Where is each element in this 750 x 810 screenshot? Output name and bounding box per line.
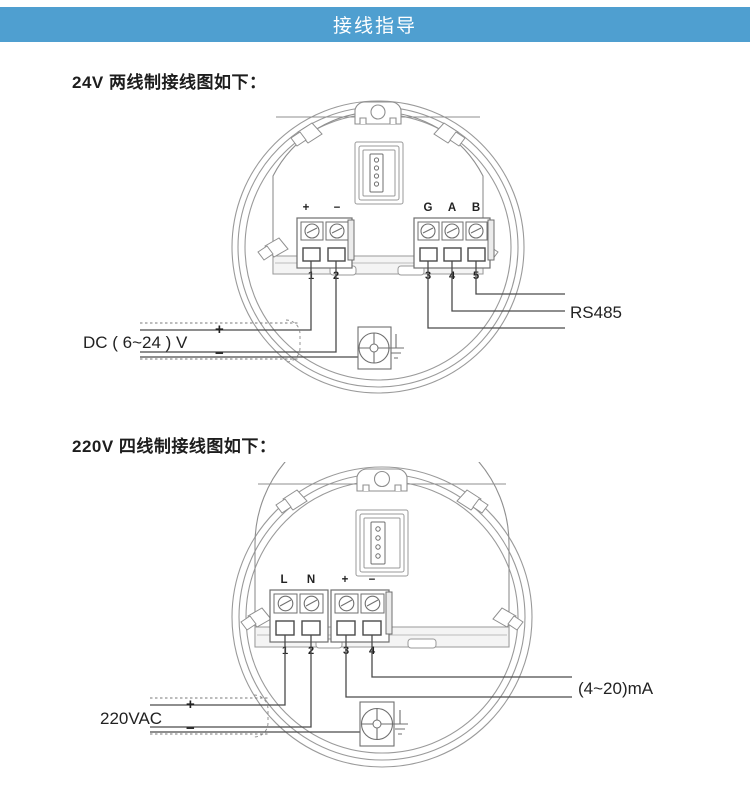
earth-ground-screw [359,701,408,747]
screw-head-1 [277,595,294,612]
screw-head-2 [303,595,320,612]
right-output-label: (4~20)mA [578,679,654,698]
page-header-bar: 接线指导 [0,7,750,42]
wire-terminal-1-to-ac-live [150,635,286,706]
terminal-label-minus: − [369,574,376,586]
wire-terminal-3-to-output-minus [345,635,572,698]
pin-header-pin-1 [373,157,380,163]
screw-head-4 [444,223,460,239]
section-heading-220v: 220V 四线制接线图如下： [72,437,277,456]
earth-ground-screw [357,326,404,370]
housing-outer-ring [231,466,533,768]
pin-header-pin-2 [375,535,381,541]
cable-shield-dashes [150,697,268,735]
wiring-diagram-220v-four-wire: L N + − 1 2 3 4 220VAC + − (4~20)mA [0,462,750,810]
top-hanger-foot-right [389,117,397,124]
section-heading-24v: 24V 两线制接线图如下： [72,73,267,92]
pin-header-pin-1 [375,526,381,532]
base-notch-right [407,638,437,649]
terminal-label-l: L [280,574,287,586]
connector-module-inner [362,149,396,197]
pin-header-pin-2 [373,165,380,171]
mounting-clip-top-left [275,489,308,514]
mounting-clip-top-right [433,122,466,147]
terminal-label-a: A [448,202,456,214]
cable-shield-dashes [140,322,300,360]
connector-module-inner [363,517,401,569]
pin-header-body [369,153,384,193]
wire-terminal-1-to-dc-plus [140,261,312,331]
wiring-diagram-24v-two-wire: + − 1 2 G A B 3 4 5 [0,96,750,396]
wire-terminal-3-to-rs485 [427,261,565,329]
screw-head-1 [304,223,320,239]
screw-head-4 [364,595,381,612]
wire-terminal-4-to-output-plus [371,635,572,678]
terminal-port-5 [467,247,486,262]
connector-module-mid [358,145,400,201]
terminal-label-b: B [472,202,480,214]
chassis-plate [254,462,510,648]
left-supply-minus-sign: − [215,345,224,362]
left-supply-label: DC ( 6~24 ) V [83,333,188,352]
terminal-port-4 [443,247,462,262]
wire-bundle [140,261,565,358]
connector-module-mid [359,513,405,573]
terminal-port-4 [362,620,382,636]
terminal-port-2 [327,247,346,262]
terminal-label-n: N [307,574,315,586]
mounting-clip-top-left [290,122,323,147]
terminal-port-1 [302,247,321,262]
pin-header-pin-4 [373,181,380,187]
screw-head-5 [468,223,484,239]
terminal-label-plus: + [303,202,310,214]
left-supply-plus-sign: + [186,696,195,713]
left-supply-plus-sign: + [215,321,224,338]
screw-head-2 [329,223,345,239]
terminal-port-3 [419,247,438,262]
mounting-clip-bottom-left [240,607,272,631]
terminal-label-plus: + [342,574,349,586]
top-hanger-hole [373,470,391,488]
cable-gland-outline [253,694,269,738]
screw-head-3 [420,223,436,239]
pin-header-pin-4 [375,553,381,559]
housing-outer-ring [231,100,525,394]
screw-head-3 [338,595,355,612]
terminal-port-1 [275,620,295,636]
connector-module-outer [355,509,409,577]
right-output-label: RS485 [570,303,622,322]
page-title: 接线指导 [332,16,417,37]
rs485-terminal-block [413,217,495,269]
left-supply-minus-sign: − [186,720,195,737]
left-supply-label: 220VAC [100,709,162,728]
wire-terminal-2-to-ac-neutral [150,635,312,728]
terminal-label-minus: − [334,202,341,214]
wire-terminal-4-to-rs485 [451,261,565,312]
current-output-terminal-block [330,589,393,643]
mains-terminal-block [269,589,329,643]
pin-header-pin-3 [373,173,380,179]
terminal-label-g: G [424,202,433,214]
terminal-port-2 [301,620,321,636]
mounting-clip-top-right [456,489,489,514]
top-hanger-hole [370,104,386,120]
pin-header-body [370,521,386,565]
power-terminal-block [296,217,355,269]
wire-bundle [150,635,572,733]
top-hanger-foot-right [394,484,402,491]
connector-module-outer [354,141,404,205]
top-hanger-foot-left [362,484,370,491]
mounting-clip-bottom-right [492,607,524,631]
cable-gland-outline [285,319,301,363]
pin-header-pin-3 [375,544,381,550]
terminal-port-3 [336,620,356,636]
mounting-clip-bottom-left [257,237,289,261]
wire-terminal-5-to-rs485 [475,261,565,295]
wire-terminal-2-to-dc-minus [140,261,337,353]
top-hanger-foot-left [359,117,367,124]
